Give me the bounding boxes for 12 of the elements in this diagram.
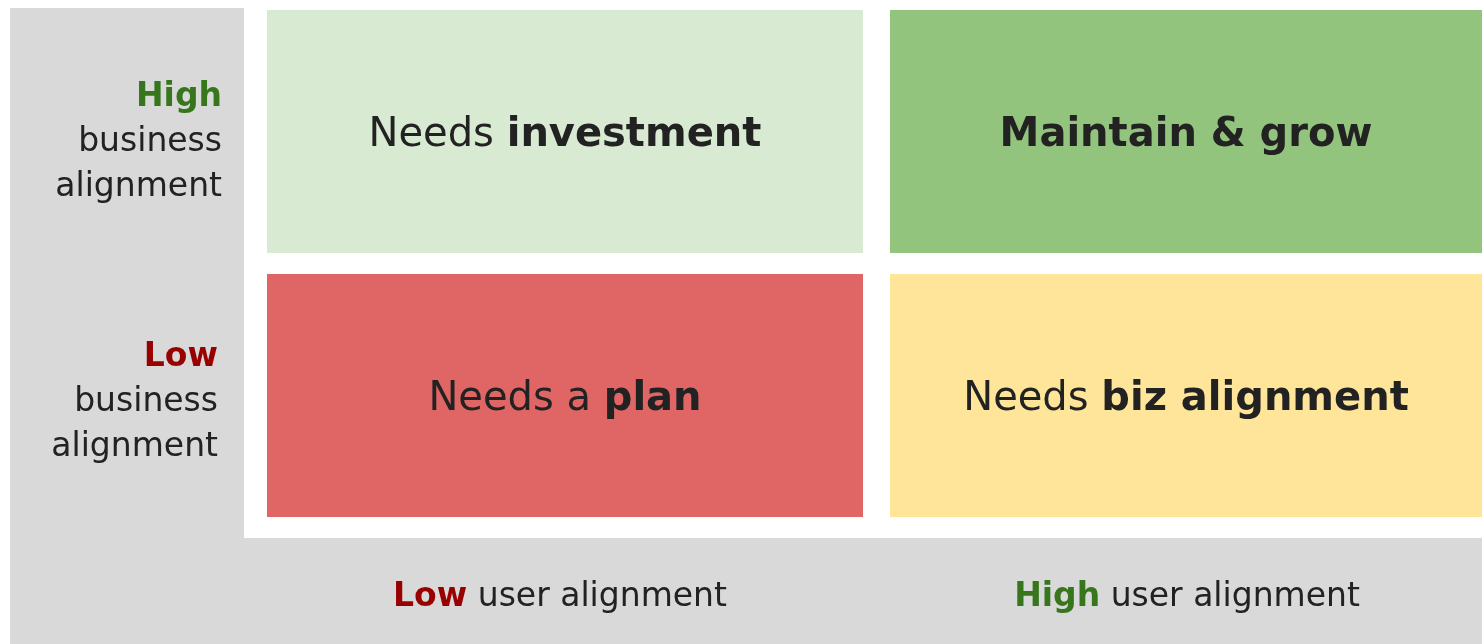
axis-label: High business alignment xyxy=(54,74,222,206)
quadrant-label: Maintain & grow xyxy=(999,108,1373,155)
quadrant-box xyxy=(890,10,1482,253)
quadrant-box xyxy=(890,274,1482,517)
quadrant-box xyxy=(267,274,863,517)
quadrant-box xyxy=(267,10,863,253)
quadrant-label: Needs a plan xyxy=(428,372,702,419)
quadrant-label: Needs biz alignment xyxy=(963,372,1409,419)
axis-label: Low user alignment xyxy=(393,574,727,616)
axis-label: Low business alignment xyxy=(50,334,218,466)
axis-label: High user alignment xyxy=(1014,574,1360,616)
quadrant-label: Needs investment xyxy=(368,108,762,155)
